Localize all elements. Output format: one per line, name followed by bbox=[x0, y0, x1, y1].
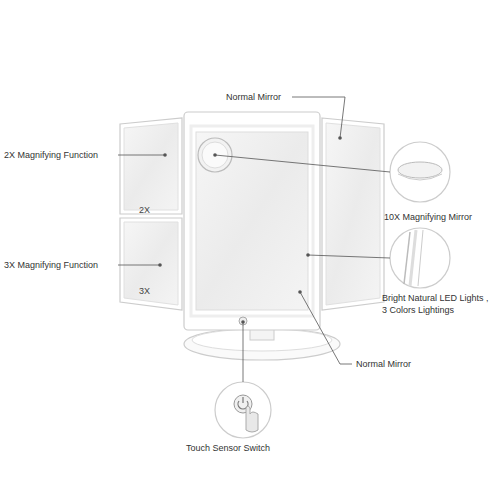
label-holder: 3X bbox=[139, 285, 150, 297]
zoom-magnifier-edge bbox=[398, 174, 442, 180]
leader-dot bbox=[213, 153, 217, 157]
leader-dot bbox=[306, 253, 310, 257]
left-wing-lower bbox=[120, 218, 182, 310]
leader-dot bbox=[338, 136, 342, 140]
leader-dot bbox=[158, 263, 162, 267]
left-wing-upper bbox=[120, 118, 182, 214]
center-frame bbox=[184, 112, 320, 330]
leader-dot bbox=[163, 153, 167, 157]
label-holder: Touch Sensor Switch bbox=[186, 442, 270, 454]
leader-line bbox=[215, 155, 390, 172]
right-wing-glass bbox=[326, 123, 380, 305]
zoom-circle bbox=[390, 142, 450, 202]
leader-line bbox=[308, 255, 390, 258]
part-label: Normal Mirror bbox=[226, 91, 281, 103]
part-label: 2X Magnifying Function bbox=[4, 149, 98, 161]
label-holder: 10X Magnifying Mirror bbox=[384, 211, 472, 223]
magnifier-10x-glass bbox=[202, 142, 228, 168]
leader-line bbox=[243, 322, 244, 382]
part-label: Normal Mirror bbox=[356, 358, 411, 370]
zoom-led-edge bbox=[404, 232, 410, 284]
label-holder: Normal Mirror bbox=[356, 358, 411, 370]
led-strip bbox=[191, 126, 313, 316]
label-holder: Bright Natural LED Lights , 3 Colors Lig… bbox=[382, 292, 496, 316]
leader-line bbox=[118, 265, 160, 266]
touch-button bbox=[239, 317, 247, 325]
part-label: 10X Magnifying Mirror bbox=[384, 211, 472, 223]
zoom-magnifier bbox=[398, 162, 442, 178]
leader-line bbox=[118, 155, 165, 156]
left-wing-glass-3x bbox=[124, 222, 178, 305]
label-holder: Normal Mirror bbox=[226, 91, 281, 103]
right-wing bbox=[322, 118, 384, 310]
panel-label: 2X bbox=[139, 204, 150, 216]
left-wing-glass-2x bbox=[124, 123, 178, 210]
zoom-led-strip bbox=[410, 230, 416, 286]
zoom-led-edge bbox=[418, 230, 423, 286]
panel-label: 3X bbox=[139, 285, 150, 297]
leader-dot bbox=[241, 320, 245, 324]
part-label: Touch Sensor Switch bbox=[186, 442, 270, 454]
finger bbox=[246, 406, 258, 432]
label-holder: 2X Magnifying Function bbox=[4, 149, 98, 161]
label-holder: 3X Magnifying Function bbox=[4, 259, 98, 271]
leader-line bbox=[300, 292, 352, 364]
zoom-circle bbox=[215, 382, 271, 438]
leader-dots bbox=[158, 136, 342, 324]
leader-lines bbox=[118, 97, 390, 382]
leader-dot bbox=[298, 290, 302, 294]
leader-line bbox=[292, 97, 345, 138]
zoom-circle bbox=[390, 228, 450, 288]
magnifier-10x bbox=[198, 138, 232, 172]
part-label: 3X Magnifying Function bbox=[4, 259, 98, 271]
part-label: Bright Natural LED Lights , 3 Colors Lig… bbox=[382, 292, 496, 316]
label-holder: 2X bbox=[139, 204, 150, 216]
